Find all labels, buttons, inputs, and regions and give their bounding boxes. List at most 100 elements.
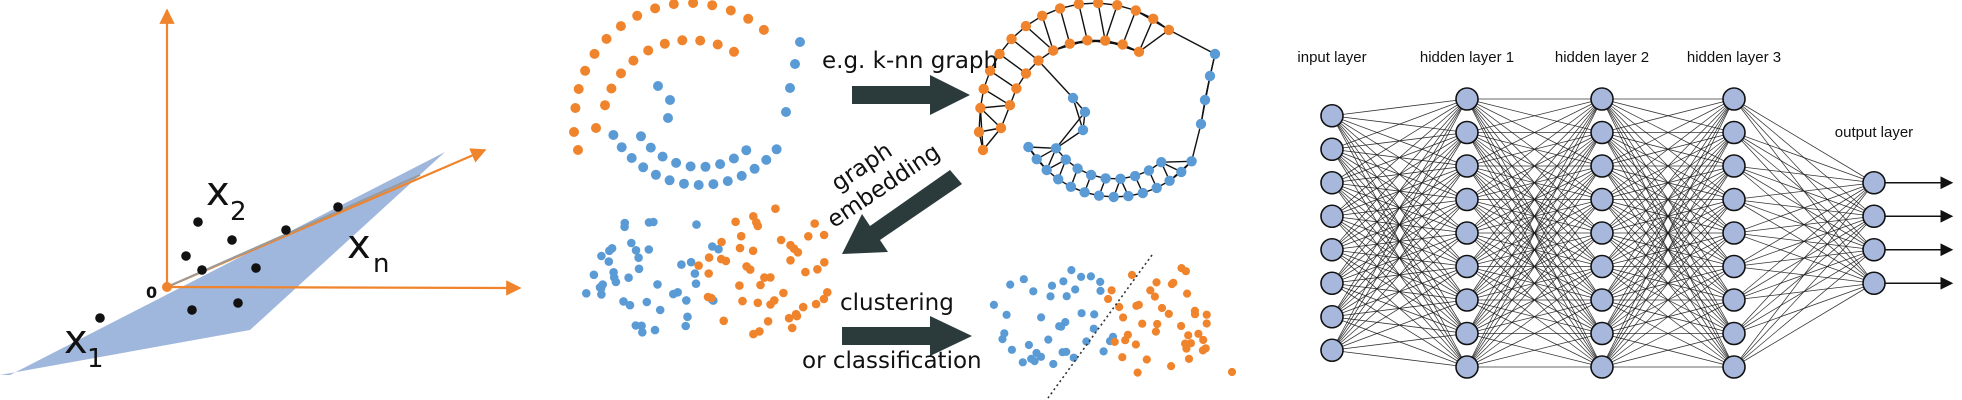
cloud-point xyxy=(650,3,661,14)
neuron xyxy=(1320,271,1344,296)
data-point xyxy=(281,225,291,235)
graph-edge xyxy=(1104,4,1118,41)
cloud-point xyxy=(1138,319,1147,328)
nn-connection xyxy=(1466,199,1603,368)
graph-node xyxy=(1037,10,1048,21)
cloud-point xyxy=(1037,313,1046,322)
cloud-point xyxy=(1151,327,1160,336)
graph-edge xyxy=(1072,97,1084,131)
cloud-point xyxy=(1177,264,1186,273)
cloud-point xyxy=(570,103,581,113)
neuron xyxy=(1320,338,1344,363)
cloud-point xyxy=(598,280,607,289)
cloud-point xyxy=(741,145,752,156)
graph-node xyxy=(1048,45,1059,56)
nn-connection xyxy=(1331,232,1468,351)
classified-point-cloud xyxy=(989,264,1237,377)
neuron xyxy=(1722,288,1746,312)
cloud-point xyxy=(616,142,627,153)
cloud-point xyxy=(609,273,619,282)
graph-edge xyxy=(1041,15,1054,51)
neuron xyxy=(1455,87,1479,111)
graph-node xyxy=(1199,94,1211,106)
cloud-point xyxy=(1024,340,1033,350)
graph-node xyxy=(1072,163,1083,174)
data-point xyxy=(187,305,197,315)
neuron xyxy=(1862,237,1886,262)
nn-connection xyxy=(1331,98,1468,150)
svg-text:x: x xyxy=(347,222,371,268)
nn-connection xyxy=(1331,98,1468,317)
neuron xyxy=(1590,187,1614,212)
graph-node xyxy=(978,83,989,95)
data-point xyxy=(251,263,261,273)
nn-connection xyxy=(1466,98,1603,133)
cloud-point xyxy=(650,169,661,180)
neuron xyxy=(1722,254,1746,279)
nn-connection xyxy=(1331,98,1468,251)
cloud-point xyxy=(1089,324,1098,333)
graph-node xyxy=(1148,13,1159,24)
graph-edge xyxy=(1055,129,1084,149)
cloud-point xyxy=(700,161,711,172)
nn-connection xyxy=(1466,98,1603,200)
cloud-point xyxy=(763,317,773,326)
cloud-point xyxy=(749,163,760,174)
label-xn: x n xyxy=(347,222,389,279)
cloud-point xyxy=(707,293,716,303)
cloud-point xyxy=(771,204,780,213)
cloud-point xyxy=(664,175,675,186)
cloud-point xyxy=(716,254,726,264)
graph-edge xyxy=(1078,3,1088,41)
nn-connection xyxy=(1601,98,1735,334)
cloud-point xyxy=(1096,277,1105,286)
graph-embedding-label: graph embedding xyxy=(823,138,945,234)
neuron xyxy=(1590,254,1614,279)
cloud-point xyxy=(810,219,819,228)
cloud-point xyxy=(682,296,691,305)
cloud-point xyxy=(784,313,794,323)
cloud-point xyxy=(735,243,745,253)
graph-node xyxy=(1176,166,1187,178)
nn-connection xyxy=(1601,98,1735,234)
graph-node xyxy=(1085,169,1097,181)
graph-node xyxy=(1130,5,1142,16)
cloud-point xyxy=(779,288,788,298)
cloud-point xyxy=(683,312,692,322)
cloud-point xyxy=(628,55,639,66)
cloud-point xyxy=(650,325,660,335)
cloud-point xyxy=(693,180,704,190)
neuron xyxy=(1722,154,1746,178)
data-point xyxy=(227,235,237,245)
layer-label: hidden layer 3 xyxy=(1687,49,1781,66)
cloud-point xyxy=(753,221,763,231)
neuron xyxy=(1455,288,1479,312)
cloud-point xyxy=(1059,277,1068,286)
cloud-point xyxy=(792,311,802,321)
cloud-point xyxy=(1146,286,1155,295)
cloud-point xyxy=(708,179,719,190)
vector-space-panel: 0 x 1 x 2 x n xyxy=(0,8,522,375)
nn-connection xyxy=(1733,182,1875,334)
graph-node xyxy=(1011,83,1022,94)
cloud-point xyxy=(771,144,782,155)
nn-connection xyxy=(1601,333,1735,368)
cloud-point xyxy=(677,260,686,269)
cloud-point xyxy=(1164,309,1173,318)
svg-text:1: 1 xyxy=(87,344,104,374)
knn-graph xyxy=(973,0,1221,203)
cloud-point xyxy=(620,218,630,228)
cloud-point xyxy=(1046,292,1055,301)
cloud-point xyxy=(668,0,679,10)
graph-node xyxy=(1064,38,1076,49)
cloud-point xyxy=(671,157,682,168)
cloud-point xyxy=(704,269,713,278)
cloud-point xyxy=(688,0,699,8)
nn-connection xyxy=(1331,98,1468,217)
graph-node xyxy=(1050,143,1062,154)
nn-connection xyxy=(1466,132,1603,368)
cloud-point xyxy=(787,323,797,333)
cloud-point xyxy=(1086,272,1095,281)
cloud-point xyxy=(619,297,628,306)
cloud-point xyxy=(636,131,646,142)
